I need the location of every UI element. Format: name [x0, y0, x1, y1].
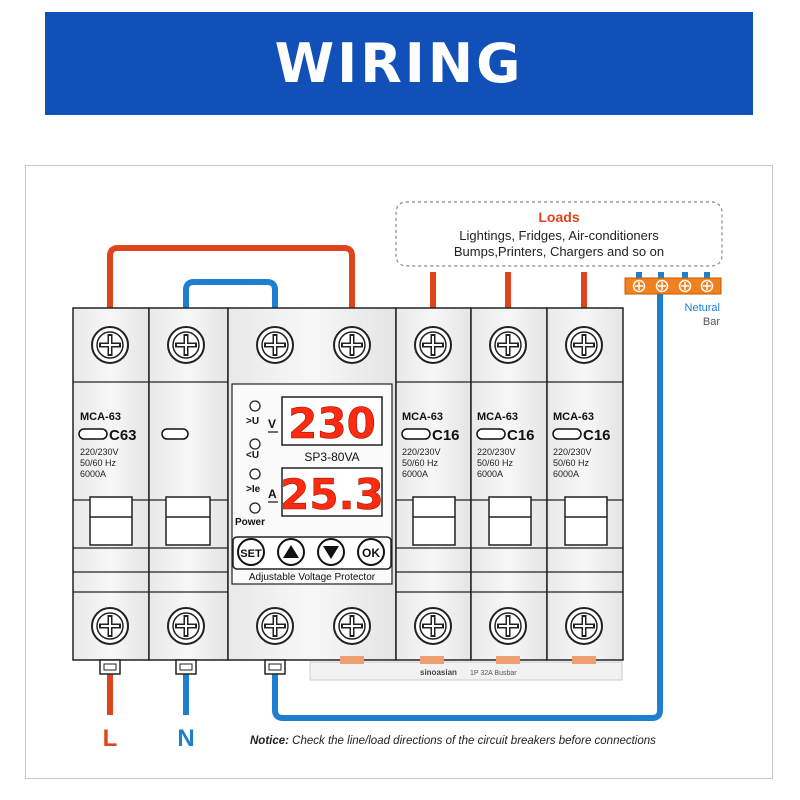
branch-breaker-rating: C16: [507, 427, 535, 444]
main-breaker-spec-2: 50/60 Hz: [80, 458, 117, 468]
main-breaker-model: MCA-63: [80, 411, 121, 423]
indicator-power: Power: [235, 517, 265, 528]
branch-breaker-model: MCA-63: [553, 411, 594, 423]
voltage-display: 230: [288, 399, 376, 448]
busbar-brand: sinoasian: [420, 668, 457, 677]
branch-breaker-spec: 50/60 Hz: [402, 458, 439, 468]
ok-button[interactable]: OK: [357, 538, 385, 566]
branch-breaker-spec: 50/60 Hz: [553, 458, 590, 468]
notice-prefix: Notice:: [250, 735, 289, 747]
ok-button-label: OK: [362, 546, 380, 560]
branch-breaker-spec: 220/230V: [477, 447, 516, 457]
triangle-up-icon: [283, 545, 299, 558]
protector-caption: Adjustable Voltage Protector: [249, 572, 376, 583]
voltage-protector: >U <U >Ie Power 230 V SP3-80VA 25.3 A SE…: [232, 396, 392, 583]
branch-breaker-spec: 6000A: [477, 469, 503, 479]
down-button[interactable]: [317, 538, 345, 566]
set-button-label: SET: [240, 548, 262, 560]
indicator-over-voltage: >U: [246, 416, 259, 427]
indicator-over-current: >Ie: [246, 484, 261, 495]
up-button[interactable]: [277, 538, 305, 566]
branch-breaker-spec: 220/230V: [553, 447, 592, 457]
loads-callout: Loads Lightings, Fridges, Air-conditione…: [395, 201, 723, 267]
branch-breaker-model: MCA-63: [477, 411, 518, 423]
breaker-toggles: [89, 496, 608, 546]
line-terminal-label: L: [103, 725, 118, 752]
neutral-terminal-label: N: [177, 725, 194, 752]
line-wire-bridge: [107, 245, 355, 318]
set-button[interactable]: SET: [237, 538, 265, 566]
current-unit: A: [268, 487, 277, 501]
triangle-down-icon: [323, 546, 339, 559]
main-breaker-spec-1: 220/230V: [80, 447, 119, 457]
notice-text: Check the line/load directions of the ci…: [289, 735, 656, 747]
neutral-bar-label-1: Netural: [685, 302, 720, 314]
branch-breaker-spec: 50/60 Hz: [477, 458, 514, 468]
branch-breaker-spec: 6000A: [402, 469, 428, 479]
notice: Notice: Check the line/load directions o…: [250, 735, 656, 747]
indicator-under-voltage: <U: [246, 450, 259, 461]
voltage-unit: V: [268, 417, 276, 431]
current-display: 25.3: [280, 470, 384, 519]
protector-model: SP3-80VA: [304, 450, 359, 464]
bottom-clips: [99, 659, 286, 675]
main-breaker-spec-3: 6000A: [80, 469, 106, 479]
page-title: WIRING: [274, 32, 524, 95]
branch-breaker-model: MCA-63: [402, 411, 443, 423]
title-banner: WIRING: [45, 12, 753, 115]
loads-line-1: Lightings, Fridges, Air-conditioners: [459, 228, 659, 243]
loads-line-2: Bumps,Printers, Chargers and so on: [454, 244, 664, 259]
branch-breaker-1: MCA-63 C16 220/230V 50/60 Hz 6000A: [401, 411, 460, 479]
neutral-bar-label-2: Bar: [703, 316, 720, 328]
branch-breaker-3: MCA-63 C16 220/230V 50/60 Hz 6000A: [552, 411, 611, 479]
busbar: sinoasian 1P 32A Busbar: [309, 656, 623, 681]
neutral-bar: Netural Bar: [624, 272, 722, 328]
branch-breaker-2: MCA-63 C16 220/230V 50/60 Hz 6000A: [476, 411, 535, 479]
neutral-wire-bridge: [183, 279, 278, 318]
neutral-pole-indicator: [161, 428, 189, 440]
branch-breaker-spec: 220/230V: [402, 447, 441, 457]
neutral-return-wire: [272, 292, 663, 721]
branch-breaker-rating: C16: [583, 427, 611, 444]
busbar-label: 1P 32A Busbar: [470, 670, 517, 677]
branch-breaker-spec: 6000A: [553, 469, 579, 479]
main-breaker-rating: C63: [109, 427, 137, 444]
loads-title: Loads: [538, 209, 579, 225]
branch-breaker-rating: C16: [432, 427, 460, 444]
